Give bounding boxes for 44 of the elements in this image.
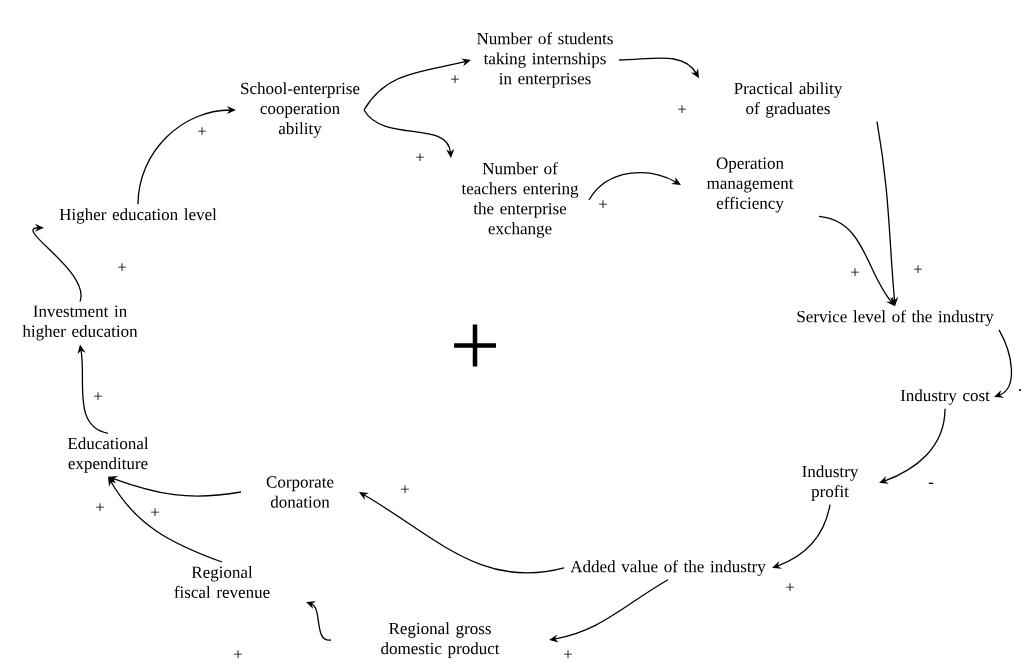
arrow	[549, 579, 669, 643]
polarity-sign: +	[198, 127, 206, 136]
variable-label: Regional gross domestic product	[381, 622, 500, 658]
arrow	[994, 329, 1013, 398]
polarity-sign: +	[151, 508, 159, 517]
variable-label: Practical ability of graduates	[734, 82, 843, 118]
polarity-sign: +	[94, 392, 102, 401]
variable-label: Industry profit	[802, 465, 859, 501]
variable-label: Number of students taking internships in enterprises	[477, 32, 613, 88]
arrow	[359, 492, 565, 574]
arrow	[32, 223, 82, 303]
polarity-sign: +	[564, 650, 572, 659]
polarity-sign: +	[96, 503, 104, 512]
polarity-sign: -	[928, 482, 934, 484]
arrow	[306, 601, 332, 641]
variable-label: Service level of the industry	[797, 310, 994, 326]
arrow	[879, 408, 946, 484]
polarity-sign: +	[678, 105, 686, 114]
arrow	[363, 58, 471, 111]
polarity-sign: +	[599, 200, 607, 209]
variable-label: Added value of the industry	[570, 560, 766, 576]
variable-label: Regional fiscal revenue	[174, 566, 270, 598]
variable-label: Operation management efficiency	[706, 157, 794, 213]
polarity-sign: +	[118, 263, 126, 272]
polarity-sign: +	[416, 153, 424, 162]
variable-label: Investment in higher education	[22, 305, 138, 341]
variable-label: Industry cost	[900, 389, 990, 405]
arrow	[772, 504, 831, 569]
variable-label: Number of teachers entering the enterprise exchange	[461, 162, 579, 238]
arrow	[108, 476, 242, 497]
arrow	[588, 172, 681, 201]
arrow	[137, 105, 236, 205]
polarity-sign: .	[1019, 389, 1021, 391]
polarity-sign: +	[914, 265, 922, 274]
polarity-sign: +	[401, 485, 409, 494]
variable-label: Higher education level	[59, 208, 217, 224]
polarity-sign: +	[851, 268, 859, 277]
variable-label: Educational expenditure	[67, 437, 149, 473]
polarity-sign: +	[451, 75, 459, 84]
variable-label: School-enterprise cooperation ability	[241, 82, 360, 138]
loop-polarity-sign: +	[454, 324, 496, 367]
polarity-sign: +	[786, 583, 794, 592]
variable-label: Corporate donation	[266, 476, 334, 508]
polarity-sign: +	[234, 650, 242, 659]
